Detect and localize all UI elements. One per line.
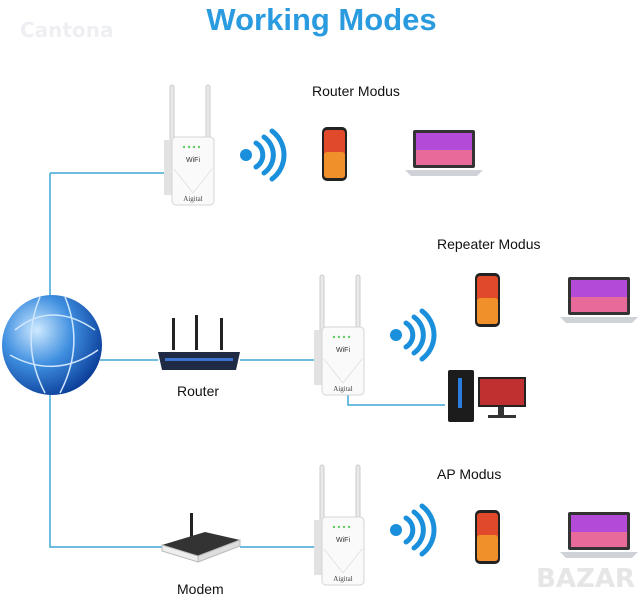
modem-label: Modem	[177, 581, 224, 597]
repeater-mode-label: Repeater Modus	[437, 236, 541, 252]
phone-icon	[475, 510, 500, 564]
connection-lines	[49, 172, 445, 548]
router-label: Router	[177, 383, 220, 399]
globe-icon	[2, 295, 102, 395]
extender-brand-label: Aigital	[183, 195, 202, 203]
router-mode-label: Router Modus	[312, 83, 400, 99]
extender-brand-label: Aigital	[333, 385, 352, 393]
wifi-icon	[390, 506, 434, 554]
ap-mode-label: AP Modus	[437, 466, 502, 482]
watermark-bottom: BAZAR	[536, 564, 635, 594]
extender-repeater-mode	[313, 274, 365, 396]
modem-icon	[161, 513, 241, 563]
extender-brand-label: Aigital	[333, 575, 352, 583]
watermark-top: Cantona	[20, 18, 114, 42]
phone-icon	[475, 273, 500, 327]
wifi-icon	[390, 311, 434, 359]
desktop-pc-icon	[448, 370, 526, 422]
extender-ap-mode	[313, 464, 365, 586]
phone-icon	[322, 127, 347, 181]
extender-router-mode	[163, 84, 215, 206]
wifi-icon	[240, 131, 284, 179]
laptop-icon	[560, 512, 638, 558]
page-title: Working Modes	[206, 2, 437, 37]
laptop-icon	[405, 130, 483, 176]
router-icon	[158, 315, 240, 370]
laptop-icon	[560, 277, 638, 323]
